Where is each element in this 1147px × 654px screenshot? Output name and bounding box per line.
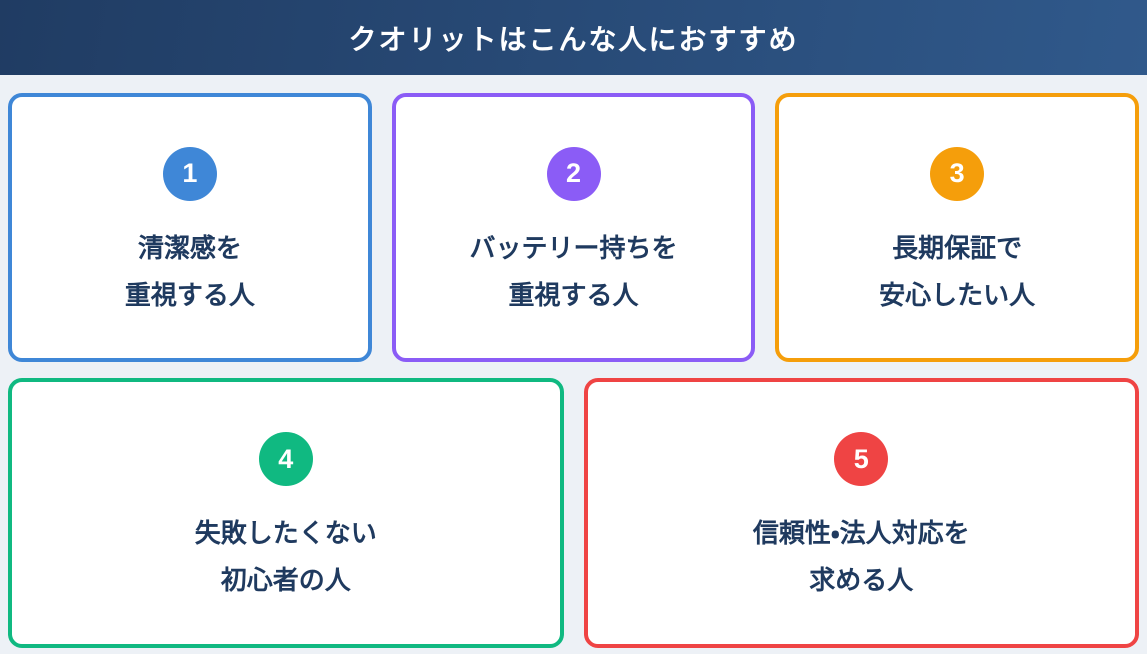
number-badge-5: 5 xyxy=(834,432,889,487)
card-warranty: 3 長期保証で 安心したい人 xyxy=(775,93,1140,362)
card-text-line1: 清潔感を xyxy=(137,232,242,263)
card-text-line1: 失敗したくない xyxy=(194,518,377,549)
card-text-line2: 求める人 xyxy=(809,565,914,595)
card-text-line1: バッテリー持ちを xyxy=(469,232,678,263)
card-text: 信頼性・法人対応を 求める人 xyxy=(753,510,970,604)
cards-row-top: 1 清潔感を 重視する人 2 バッテリー持ちを 重視する人 3 長期保証で 安心… xyxy=(8,93,1140,362)
card-text: 失敗したくない 初心者の人 xyxy=(195,510,377,604)
card-text-line1: 長期保証で xyxy=(892,232,1023,263)
number-badge-4: 4 xyxy=(258,432,313,487)
header-banner: クオリットはこんな人におすすめ xyxy=(0,0,1147,75)
page-title: クオリットはこんな人におすすめ xyxy=(348,23,799,55)
card-hygiene: 1 清潔感を 重視する人 xyxy=(8,93,372,362)
card-text: 長期保証で 安心したい人 xyxy=(879,225,1035,319)
number-badge-1: 1 xyxy=(162,146,217,201)
card-text-line2: 初心者の人 xyxy=(220,565,351,595)
cards-container: 1 清潔感を 重視する人 2 バッテリー持ちを 重視する人 3 長期保証で 安心… xyxy=(0,75,1147,648)
number-badge-3: 3 xyxy=(930,146,985,201)
card-text-line1: 信頼性・法人対応を xyxy=(752,518,970,549)
card-beginner: 4 失敗したくない 初心者の人 xyxy=(8,378,564,648)
cards-row-bottom: 4 失敗したくない 初心者の人 5 信頼性・法人対応を 求める人 xyxy=(8,378,1139,648)
card-battery: 2 バッテリー持ちを 重視する人 xyxy=(391,93,756,362)
card-text-line2: 安心したい人 xyxy=(879,279,1036,310)
card-text-line2: 重視する人 xyxy=(124,279,255,310)
card-text: バッテリー持ちを 重視する人 xyxy=(470,225,678,319)
card-reliability: 5 信頼性・法人対応を 求める人 xyxy=(583,378,1139,648)
card-text-line2: 重視する人 xyxy=(508,279,639,310)
card-text: 清潔感を 重視する人 xyxy=(125,225,255,319)
number-badge-2: 2 xyxy=(546,146,601,201)
